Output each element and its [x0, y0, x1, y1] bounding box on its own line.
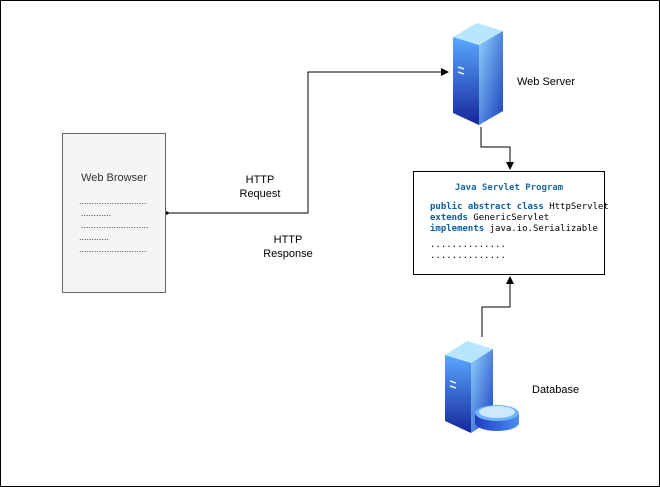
servlet-program-title: Java Servlet Program — [454, 183, 564, 193]
browser-line: ............ — [79, 232, 110, 242]
server-icon — [453, 23, 503, 125]
browser-line: ........................... — [79, 196, 147, 206]
code-line-3: implements java.io.Serializable — [430, 224, 598, 234]
code-line-2: extends GenericServlet — [430, 213, 550, 223]
http-request-label: HTTP Request — [239, 174, 281, 200]
web-server-label: Web Server — [517, 76, 575, 88]
code-ellipsis-2: .............. — [430, 251, 506, 261]
code-line-1: public abstract class HttpServlet — [430, 202, 609, 212]
database-to-program-connector — [481, 276, 514, 337]
http-response-label: HTTP Response — [263, 234, 313, 260]
servlet-program-box: Java Servlet Program public abstract cla… — [413, 171, 609, 275]
web-browser-box: Web Browser ........................... … — [62, 133, 166, 293]
server-to-program-connector — [480, 127, 514, 170]
web-browser-title: Web Browser — [81, 172, 147, 184]
browser-line: ........................... — [79, 244, 147, 254]
database-server-icon — [445, 341, 519, 433]
database-label: Database — [532, 384, 580, 396]
browser-line: ............ — [81, 208, 112, 218]
browser-line: ........................... — [81, 220, 149, 230]
code-ellipsis-1: .............. — [430, 240, 506, 250]
request-response-connector — [162, 68, 449, 217]
